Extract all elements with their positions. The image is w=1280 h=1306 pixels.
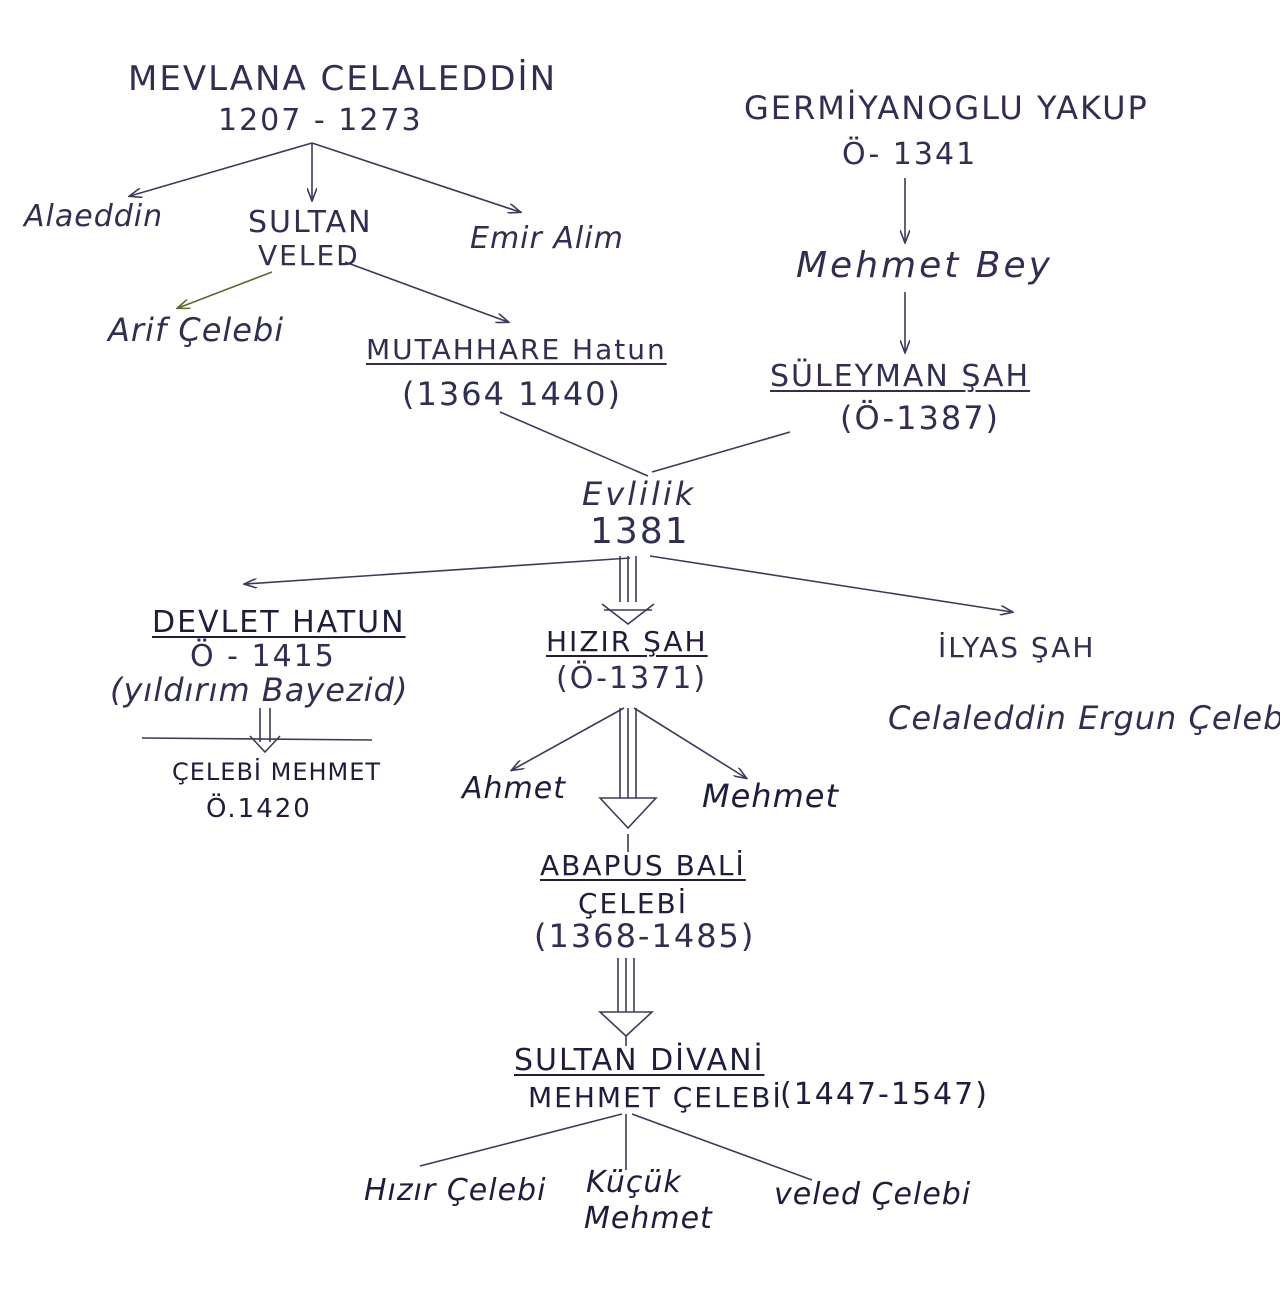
edge-devlet-marriage — [141, 737, 373, 741]
ilyas-sah-name: İLYAS ŞAH — [938, 631, 1096, 664]
hizir-sah-dates: (Ö-1371) — [556, 661, 708, 696]
abapus-bali-line2: ÇELEBİ — [578, 887, 688, 920]
emir-alim-name: Emir Alim — [470, 221, 624, 256]
veled-celebi-name: veled Çelebi — [774, 1177, 972, 1212]
devlet-hatun-note: (yıldırım Bayezid) — [110, 671, 409, 709]
mevlana-dates: 1207 - 1273 — [218, 103, 423, 138]
edge-veled-mutahhare — [344, 261, 508, 322]
sultan-veled-line2: VELED — [258, 239, 360, 272]
mehmet-bey-name: Mehmet Bey — [796, 245, 1053, 286]
sultan-divani-line1: SULTAN DİVANİ — [514, 1043, 765, 1078]
mehmet-name: Mehmet — [702, 777, 839, 815]
edge-divani-hizir-celebi — [419, 1113, 623, 1167]
edge-suleyman-evlilik — [651, 431, 791, 473]
abapus-bali-line1: ABAPUS BALİ — [540, 849, 746, 882]
edge-hizir-ahmet — [512, 707, 625, 770]
devlet-hatun-name: DEVLET HATUN — [152, 605, 406, 640]
sultan-veled-line1: SULTAN — [248, 205, 373, 240]
celebi-mehmet-name: ÇELEBİ MEHMET — [172, 758, 382, 786]
edge-devlet-celebi-head — [249, 735, 281, 754]
edge-mevlana-emir-alim — [311, 142, 520, 212]
sultan-divani-line2: MEHMET ÇELEBİ — [528, 1081, 783, 1114]
evlilik-year: 1381 — [590, 511, 690, 552]
edge-divani-veled-celebi — [631, 1113, 813, 1181]
germiyanoglu-dates: Ö- 1341 — [842, 137, 978, 172]
edge-mutahhare-evlilik — [499, 411, 649, 477]
sultan-divani-dates: (1447-1547) — [780, 1077, 989, 1112]
suleyman-dates: (Ö-1387) — [840, 399, 1001, 437]
suleyman-name: SÜLEYMAN ŞAH — [770, 359, 1031, 394]
edge-evlilik-ilyas — [649, 555, 1012, 612]
ahmet-name: Ahmet — [462, 771, 566, 806]
hizir-celebi-name: Hızır Çelebi — [364, 1173, 547, 1208]
celebi-mehmet-dates: Ö.1420 — [206, 794, 312, 824]
celaleddin-ergun-name: Celaleddin Ergun Çelebi — [888, 699, 1280, 737]
devlet-hatun-dates: Ö - 1415 — [190, 639, 336, 674]
mutahhare-dates: (1364 1440) — [402, 375, 623, 413]
hizir-sah-name: HIZIR ŞAH — [546, 625, 708, 658]
edge-hizir-abapus-head — [598, 797, 658, 830]
arif-celebi-name: Arif Çelebi — [108, 311, 285, 349]
mutahhare-name: MUTAHHARE Hatun — [366, 333, 667, 366]
edge-hizir-mehmet — [633, 707, 746, 778]
edge-evlilik-devlet — [245, 557, 631, 584]
germiyanoglu-name: GERMİYANOGLU YAKUP — [744, 89, 1149, 127]
evlilik-label: Evlilik — [582, 475, 697, 513]
abapus-bali-dates: (1368-1485) — [534, 917, 756, 955]
edge-veled-arif — [178, 271, 273, 308]
kucuk-mehmet-line1: Küçük — [586, 1165, 682, 1200]
mevlana-name: MEVLANA CELALEDDİN — [128, 59, 558, 99]
alaeddin-name: Alaeddin — [24, 199, 164, 234]
edge-evlilik-hizir-head — [601, 603, 655, 626]
edge-mevlana-alaeddin — [130, 142, 313, 196]
edge-abapus-divani-head — [597, 1011, 655, 1038]
kucuk-mehmet-line2: Mehmet — [584, 1201, 713, 1236]
